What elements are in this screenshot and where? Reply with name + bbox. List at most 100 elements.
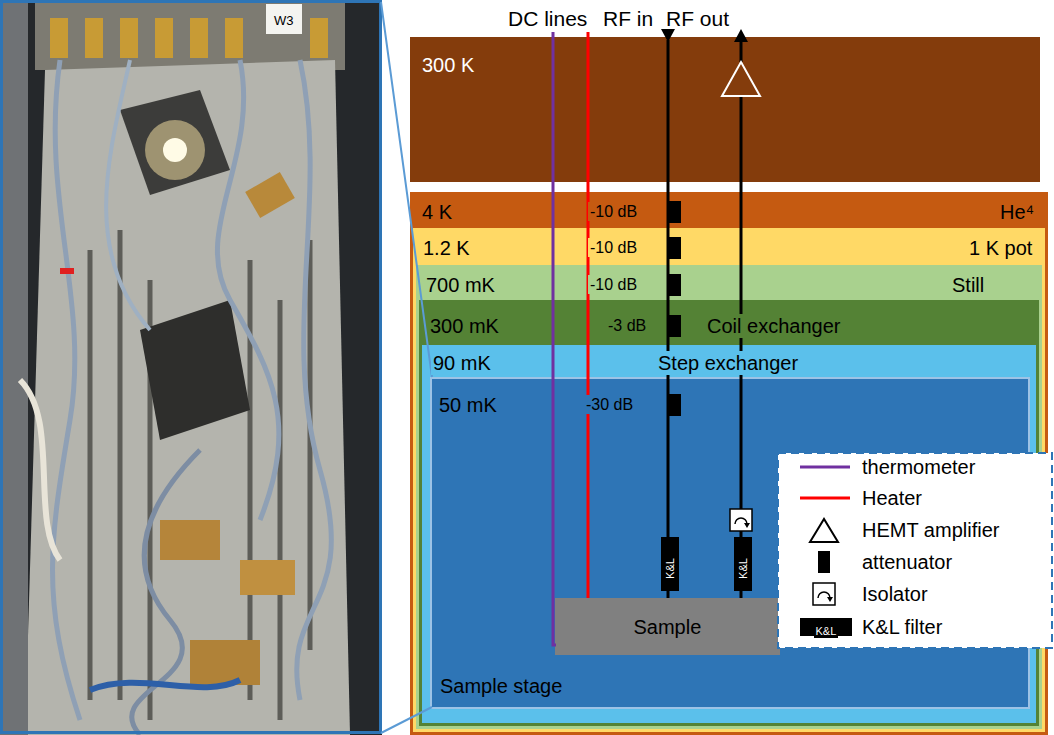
attenuation-label-holder: -30 dB	[584, 395, 635, 414]
temperature-band-label-holder: 4 K	[420, 200, 454, 224]
thermometer-line	[553, 32, 556, 645]
arrowhead	[734, 29, 748, 42]
sma-connector	[310, 18, 328, 58]
sma-connector	[85, 18, 103, 58]
attenuation-label-holder: -10 dB	[588, 275, 639, 294]
signal-label: RF in	[601, 6, 655, 31]
arrowhead	[661, 29, 675, 42]
temperature-band-fill	[410, 192, 1048, 735]
legend-attenuator	[818, 551, 830, 573]
legend-text: Isolator	[860, 582, 930, 606]
cryostat-photo	[0, 0, 382, 735]
temperature-band-name: He⁴	[998, 200, 1036, 224]
gold-block	[240, 560, 295, 595]
sample-stage-band: 50 mKSample stageSample	[431, 378, 1029, 708]
component-box	[120, 90, 230, 195]
coax-cable	[132, 450, 200, 735]
temperature-band-label-holder: 90 mK	[431, 351, 493, 375]
filter-label-holder: K&L	[814, 621, 839, 639]
legend-text-holder: HEMT amplifier	[860, 518, 1001, 542]
filter-symbol	[661, 537, 679, 591]
attenuation-label: -10 dB	[588, 275, 639, 294]
signal-label: DC lines	[506, 6, 589, 31]
sample-stage-band-name-holder: Sample stage	[438, 674, 564, 698]
temperature-band-label-holder: 300 mK	[428, 314, 501, 338]
filter-label-holder: K&L	[731, 558, 756, 576]
attenuation-label-holder: -3 dB	[606, 316, 648, 335]
temperature-band-name-holder: 1 K pot	[967, 236, 1034, 260]
temperature-band-name: 1 K pot	[967, 236, 1034, 260]
sample-box: Sample	[555, 598, 780, 655]
attenuator-symbol	[667, 201, 681, 223]
filter-symbol	[734, 537, 752, 591]
coax-cable	[53, 60, 81, 720]
signal-label: RF out	[664, 6, 731, 31]
temperature-band-label: 1.2 K	[421, 236, 472, 260]
lamp	[163, 138, 187, 162]
legend-text: thermometer	[860, 455, 977, 479]
temperature-band-name-holder: Still	[950, 273, 986, 297]
temperature-band-label: 300 mK	[428, 314, 501, 338]
signal-label-holder: RF in	[601, 6, 655, 31]
tape-mark	[60, 268, 74, 274]
lamp-glow	[145, 120, 205, 180]
photo-frame	[2, 2, 381, 733]
plate-slots	[90, 230, 310, 720]
heater-line	[587, 32, 590, 598]
filter-label: K&L	[736, 556, 749, 581]
temperature-band: 700 mK Still 300 mK Coil exchanger 90 mK Step…	[416, 265, 1042, 729]
legend-text-holder: Isolator	[860, 582, 930, 606]
cable-tag	[266, 4, 302, 34]
gold-block	[160, 520, 220, 560]
sma-connector	[190, 18, 208, 58]
coax-cable	[217, 60, 278, 520]
tag-label-holder: W3	[272, 11, 296, 29]
coax-cable	[106, 60, 150, 330]
coax-cable	[297, 60, 332, 700]
legend-isolator-arrowhead	[827, 597, 833, 602]
attenuation-label-holder: -10 dB	[588, 238, 639, 257]
legend-box	[778, 453, 1052, 648]
temperature-band-fill	[410, 37, 1040, 182]
sma-connector	[50, 18, 68, 58]
sample-stage-band-name: Sample stage	[438, 674, 564, 698]
temperature-band: 300 mKCoil exchanger90 mKStep exchanger5…	[419, 300, 1039, 726]
temperature-band-label: 700 mK	[424, 273, 497, 297]
legend-text-holder: Heater	[860, 486, 924, 510]
sma-connector	[155, 18, 173, 58]
legend-text-holder: thermometer	[860, 455, 977, 479]
hemt-amplifier-symbol	[722, 62, 760, 96]
attenuation-label: -30 dB	[584, 395, 635, 414]
temperature-band-label-holder: 700 mK	[424, 273, 497, 297]
top-flange	[35, 0, 345, 70]
sample-box-label: Sample	[632, 615, 704, 639]
sample-box-label-holder: Sample	[632, 615, 704, 639]
legend-amplifier	[810, 519, 838, 542]
legend-text-holder: attenuator	[860, 550, 954, 574]
temperature-band-name: Coil exchanger	[705, 314, 842, 338]
signal-label-holder: RF out	[664, 6, 731, 31]
sample-box-fill	[555, 598, 780, 655]
attenuation-label: -10 dB	[588, 238, 639, 257]
attenuator-symbol	[667, 274, 681, 296]
gold-block	[190, 640, 260, 685]
temperature-band-label: 300 K	[420, 53, 476, 77]
temperature-band-name-holder: Step exchanger	[656, 351, 800, 375]
zoom-lines	[381, 2, 432, 733]
attenuator-symbol	[667, 315, 681, 337]
filter-label: K&L	[814, 625, 839, 638]
attenuation-label: -10 dB	[588, 202, 639, 221]
tag-label: W3	[272, 13, 296, 29]
temperature-band-label: 90 mK	[431, 351, 493, 375]
sma-connector	[120, 18, 138, 58]
component-box	[140, 300, 250, 440]
legend-text: Heater	[860, 486, 924, 510]
legend	[778, 453, 1052, 648]
cable-bundle	[0, 0, 28, 735]
legend-text: K&L filter	[860, 615, 944, 639]
temperature-band-label-holder: 300 K	[420, 53, 476, 77]
attenuation-label: -3 dB	[606, 316, 648, 335]
dc-wire	[90, 680, 240, 690]
legend-text: attenuator	[860, 550, 954, 574]
temperature-band-name: Still	[950, 273, 986, 297]
